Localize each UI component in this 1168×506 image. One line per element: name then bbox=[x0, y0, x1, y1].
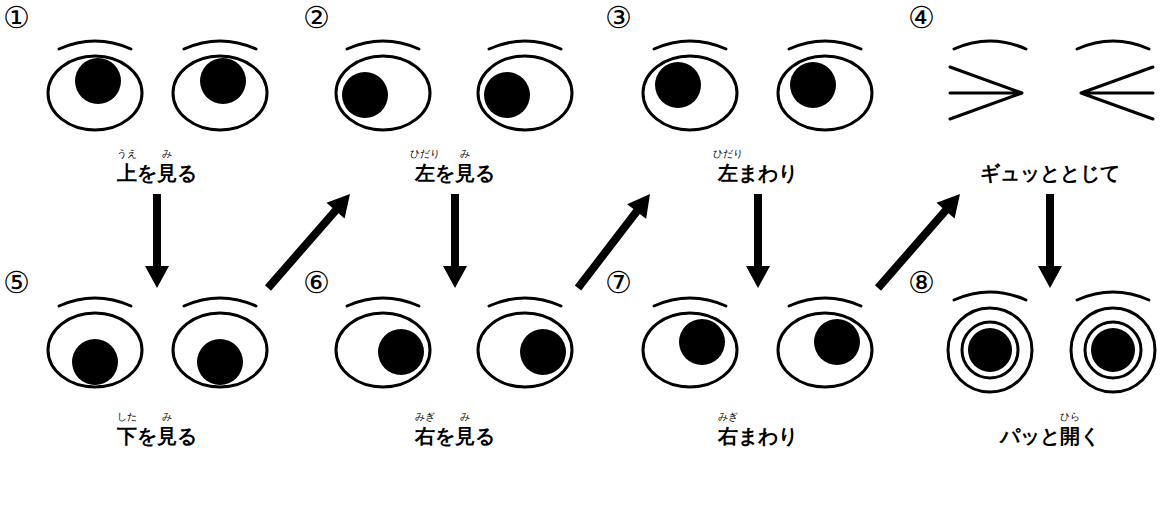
furigana: みぎ bbox=[415, 412, 435, 422]
eyebrow bbox=[954, 292, 1026, 300]
eye-outline bbox=[173, 56, 267, 130]
furigana: み bbox=[460, 412, 470, 422]
eye-outline bbox=[48, 313, 142, 387]
furigana: した bbox=[117, 412, 137, 422]
step-caption: 右まわり bbox=[718, 424, 798, 448]
step-number: ⑥ bbox=[303, 268, 330, 298]
eye-pair bbox=[336, 41, 572, 130]
eye-pair bbox=[643, 41, 872, 130]
eyebrow bbox=[654, 41, 726, 49]
eye-pair bbox=[48, 41, 267, 130]
furigana: ひだり bbox=[410, 149, 440, 159]
pupil bbox=[520, 329, 566, 375]
closed-eye bbox=[1081, 67, 1153, 119]
eyebrow bbox=[59, 41, 131, 49]
step-number: ① bbox=[3, 3, 30, 33]
step-panel: ④ギュッととじて bbox=[915, 4, 1164, 194]
step-number: ⑧ bbox=[908, 268, 935, 298]
eyebrow bbox=[489, 41, 561, 49]
eye-outline bbox=[643, 313, 737, 387]
step-panel: ② ひだり み左を見る bbox=[306, 4, 596, 194]
furigana: み bbox=[162, 412, 172, 422]
pupil bbox=[484, 72, 530, 118]
eyebrow bbox=[347, 41, 419, 49]
pupil bbox=[200, 58, 246, 104]
eye-outline bbox=[948, 308, 1032, 392]
pupil bbox=[378, 329, 424, 375]
eye-outline bbox=[1071, 308, 1155, 392]
eye-pair bbox=[48, 298, 267, 387]
step-panel: ① うえ み上を見る bbox=[6, 4, 282, 194]
step-caption: 下を見る bbox=[117, 424, 197, 448]
iris-ring bbox=[1085, 322, 1141, 378]
eye-outline bbox=[173, 313, 267, 387]
eye-pair bbox=[643, 298, 872, 387]
pupil bbox=[1091, 328, 1135, 372]
furigana: ひら bbox=[1060, 412, 1080, 422]
step-panel: ⑦みぎ右まわり bbox=[612, 288, 894, 462]
pupil bbox=[655, 62, 701, 108]
eyebrow bbox=[789, 298, 861, 306]
eye-outline bbox=[778, 313, 872, 387]
pupil bbox=[968, 328, 1012, 372]
pupil bbox=[197, 339, 243, 385]
step-number: ⑦ bbox=[605, 268, 632, 298]
flow-arrow bbox=[1038, 194, 1062, 288]
eye-outline bbox=[478, 313, 572, 387]
pupil bbox=[342, 72, 388, 118]
furigana: み bbox=[460, 149, 470, 159]
step-panel: ⑤したみ下を見る bbox=[6, 288, 282, 462]
pupil bbox=[679, 319, 725, 365]
pupil bbox=[75, 58, 121, 104]
flow-arrow bbox=[145, 194, 169, 288]
eyebrow bbox=[1077, 41, 1149, 49]
eye-outline bbox=[643, 56, 737, 130]
eyebrow bbox=[59, 298, 131, 306]
furigana: うえ bbox=[117, 149, 137, 159]
eyebrow bbox=[1077, 292, 1149, 300]
flow-arrow bbox=[746, 194, 770, 288]
pupil bbox=[814, 319, 860, 365]
step-number: ② bbox=[303, 3, 330, 33]
pupil bbox=[790, 62, 836, 108]
eyebrow bbox=[184, 41, 256, 49]
eye-outline bbox=[336, 313, 430, 387]
eye-pair bbox=[336, 298, 572, 387]
eye-outline bbox=[478, 56, 572, 130]
eye-pair bbox=[948, 292, 1155, 392]
step-caption: 上を見る bbox=[117, 161, 197, 185]
furigana: ひだり bbox=[713, 149, 743, 159]
eyebrow bbox=[184, 298, 256, 306]
eye-outline bbox=[336, 56, 430, 130]
eyebrow bbox=[654, 298, 726, 306]
closed-eye bbox=[950, 67, 1022, 119]
eyebrow bbox=[347, 298, 419, 306]
step-panel: ⑥みぎみ右を見る bbox=[306, 288, 596, 462]
furigana: み bbox=[162, 149, 172, 159]
eyebrow bbox=[789, 41, 861, 49]
flow-arrow bbox=[443, 194, 467, 288]
step-caption: 左を見る bbox=[415, 161, 495, 185]
step-caption: 右を見る bbox=[415, 424, 495, 448]
step-panel: ⑧ひらパッと開く bbox=[915, 288, 1164, 462]
furigana: みぎ bbox=[718, 412, 738, 422]
eye-outline bbox=[48, 56, 142, 130]
step-number: ④ bbox=[908, 3, 935, 33]
eyebrow bbox=[954, 41, 1026, 49]
pupil bbox=[72, 339, 118, 385]
step-number: ③ bbox=[605, 3, 632, 33]
eye-outline bbox=[778, 56, 872, 130]
eyebrow bbox=[489, 298, 561, 306]
step-caption: パッと開く bbox=[1000, 424, 1100, 448]
eye-pair bbox=[950, 41, 1153, 119]
iris-ring bbox=[962, 322, 1018, 378]
step-number: ⑤ bbox=[3, 268, 30, 298]
step-caption: 左まわり bbox=[718, 161, 798, 185]
step-panel: ③ひだり左まわり bbox=[612, 4, 894, 194]
step-caption: ギュッととじて bbox=[980, 161, 1120, 185]
